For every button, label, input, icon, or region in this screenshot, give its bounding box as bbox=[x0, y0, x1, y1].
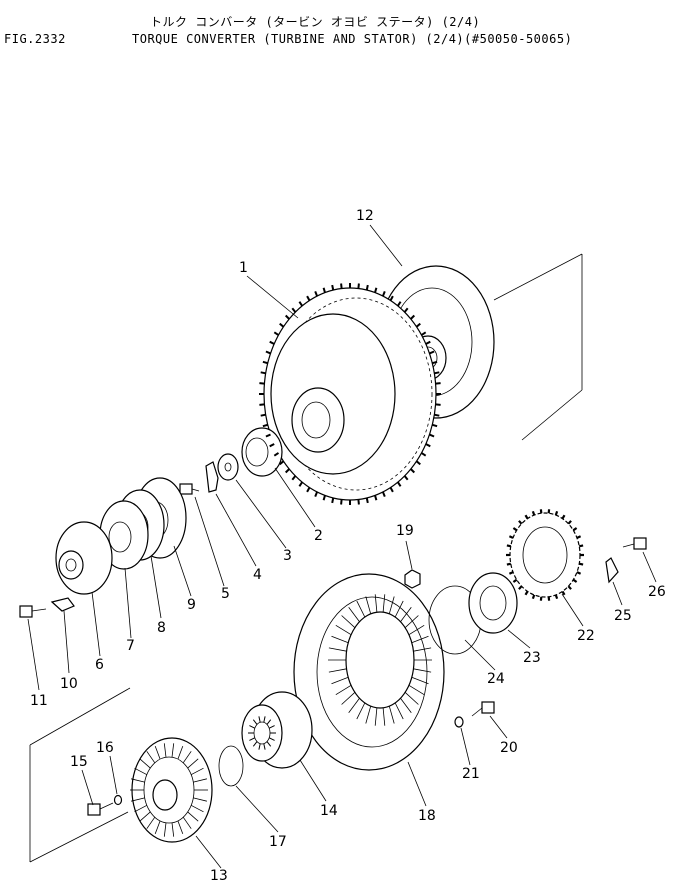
part-3-washer bbox=[217, 453, 239, 481]
part-14-hub bbox=[241, 691, 313, 769]
part-4-lock-plate bbox=[205, 461, 219, 493]
callout-18: 18 bbox=[418, 808, 436, 824]
callout-11: 11 bbox=[30, 693, 48, 709]
part-17-snap-ring bbox=[218, 745, 244, 787]
callout-8: 8 bbox=[157, 620, 166, 636]
callout-26: 26 bbox=[648, 584, 666, 600]
turbine-ring-gear-teeth bbox=[259, 283, 441, 505]
callout-19: 19 bbox=[396, 523, 414, 539]
callout-9: 9 bbox=[187, 597, 196, 613]
callout-24: 24 bbox=[487, 671, 505, 687]
callout-13: 13 bbox=[210, 868, 228, 881]
callout-10: 10 bbox=[60, 676, 78, 692]
callout-21: 21 bbox=[462, 766, 480, 782]
callout-labels: 1 2 3 4 5 6 7 8 9 10 11 12 13 14 15 16 1… bbox=[30, 208, 666, 881]
callout-6: 6 bbox=[95, 657, 104, 673]
callout-22: 22 bbox=[577, 628, 595, 644]
title-english: TORQUE CONVERTER (TURBINE AND STATOR) (2… bbox=[132, 32, 573, 46]
callout-14: 14 bbox=[320, 803, 338, 819]
part-10-lock-plate bbox=[50, 597, 75, 612]
callout-16: 16 bbox=[96, 740, 114, 756]
figure-number: FIG.2332 bbox=[4, 32, 66, 46]
callout-2: 2 bbox=[314, 528, 323, 544]
callout-1: 1 bbox=[239, 260, 248, 276]
part-16-washer bbox=[113, 794, 123, 806]
part-15-bolt bbox=[87, 802, 114, 816]
assembly-guide-lines bbox=[29, 687, 131, 863]
callout-20: 20 bbox=[500, 740, 518, 756]
part-1-turbine bbox=[263, 287, 437, 501]
callout-17: 17 bbox=[269, 834, 287, 850]
callout-5: 5 bbox=[221, 586, 230, 602]
part-22-gear bbox=[509, 512, 581, 598]
callout-23: 23 bbox=[523, 650, 541, 666]
part-20-bolt bbox=[471, 701, 495, 717]
gear-22-teeth bbox=[506, 509, 584, 601]
part-26-bolt bbox=[622, 537, 647, 550]
callout-15: 15 bbox=[70, 754, 88, 770]
part-11-bolt bbox=[19, 605, 47, 618]
part-18-stator-housing bbox=[293, 573, 445, 771]
part-19-nut bbox=[404, 569, 421, 589]
housing-18-fins bbox=[328, 594, 432, 726]
stator-13-fins bbox=[130, 743, 208, 837]
part-2-bearing bbox=[241, 427, 283, 477]
title-japanese: トルク コンバータ (タービン オヨビ ステータ) (2/4) bbox=[150, 15, 481, 29]
leader-lines bbox=[27, 224, 657, 869]
part-6-flange bbox=[55, 521, 113, 595]
part-25-lock-plate bbox=[605, 557, 619, 584]
part-23-bearing bbox=[468, 572, 518, 634]
part-21-washer bbox=[454, 716, 464, 728]
callout-12: 12 bbox=[356, 208, 374, 224]
callout-4: 4 bbox=[253, 567, 262, 583]
callout-25: 25 bbox=[614, 608, 632, 624]
hub-14-splines bbox=[248, 716, 276, 750]
callout-7: 7 bbox=[126, 638, 135, 654]
part-5-bolt bbox=[179, 483, 200, 495]
callout-3: 3 bbox=[283, 548, 292, 564]
